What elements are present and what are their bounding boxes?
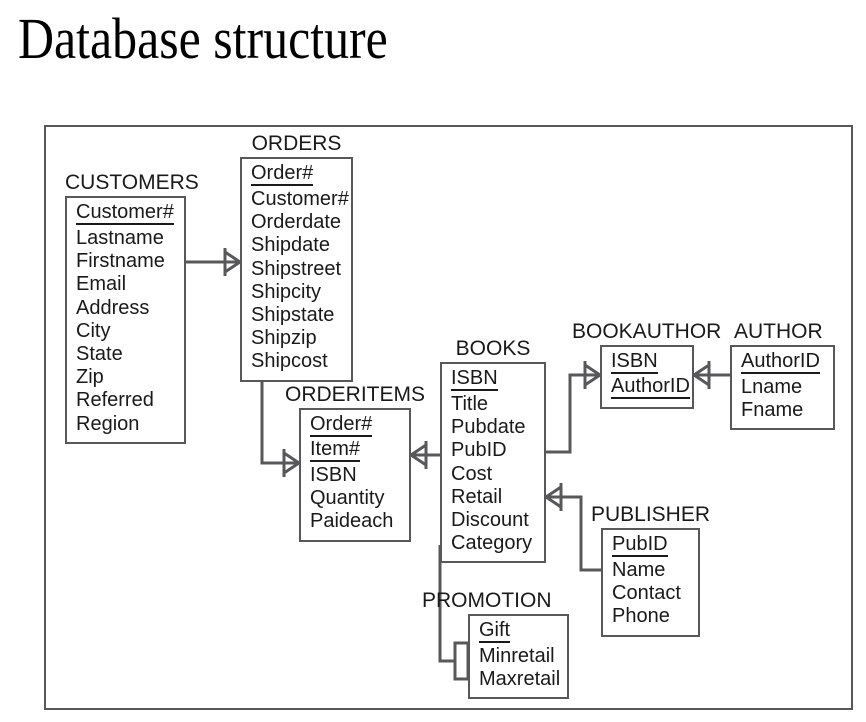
attribute-pubdate: Pubdate [451, 416, 526, 439]
attribute-state: State [76, 342, 123, 365]
attribute-shipdate: Shipdate [251, 234, 330, 257]
entity-promotion[interactable]: PROMOTION Gift Minretail Maxretail [422, 589, 569, 700]
entity-box-publisher[interactable]: PubID Name Contact Phone [601, 528, 700, 637]
attribute-email: Email [76, 273, 127, 296]
attribute-shipstreet: Shipstreet [251, 257, 342, 280]
attribute-address: Address [76, 296, 150, 319]
attribute-contact: Contact [612, 582, 681, 605]
attribute-minretail: Minretail [479, 645, 555, 667]
attribute-firstname: Firstname [76, 250, 165, 273]
entity-box-customers[interactable]: Customer# Lastname Firstname Email Addre… [65, 196, 186, 444]
attribute-city: City [76, 319, 111, 342]
attribute-paideach: Paideach [310, 510, 394, 533]
entity-box-books[interactable]: ISBN Title Pubdate PubID Cost Retail Dis… [440, 362, 546, 564]
attribute-isbn-composite-pk: ISBN [611, 350, 658, 374]
entity-title-orders: ORDERS [251, 132, 342, 155]
attribute-region: Region [76, 412, 140, 435]
attribute-shipstate: Shipstate [251, 303, 335, 326]
attribute-orderdate: Orderdate [251, 211, 342, 234]
entity-box-orderitems[interactable]: Order# Item# ISBN Quantity Paideach [299, 408, 411, 542]
entity-box-orders[interactable]: Order# Customer# Orderdate Shipdate Ship… [240, 157, 353, 382]
attribute-pubid-pk: PubID [612, 533, 668, 557]
attribute-order-number-pk: Order# [310, 413, 373, 437]
attribute-authorid-pk: AuthorID [741, 350, 820, 374]
entity-orderitems[interactable]: ORDERITEMS Order# Item# ISBN Quantity Pa… [285, 383, 425, 542]
attribute-customer-number: Customer# [76, 201, 174, 225]
entity-books[interactable]: BOOKS ISBN Title Pubdate PubID Cost Reta… [440, 337, 546, 564]
attribute-title: Title [451, 393, 489, 415]
attribute-maxretail: Maxretail [479, 668, 561, 691]
entity-author[interactable]: AUTHOR AuthorID Lname Fname [730, 320, 835, 431]
entity-box-promotion[interactable]: Gift Minretail Maxretail [468, 614, 569, 700]
entity-bookauthor[interactable]: BOOKAUTHOR ISBN AuthorID [572, 320, 721, 409]
entity-title-customers: CUSTOMERS [65, 171, 199, 194]
page-title: Database structure [18, 6, 388, 71]
entity-publisher[interactable]: PUBLISHER PubID Name Contact Phone [591, 503, 710, 637]
entity-title-bookauthor: BOOKAUTHOR [572, 320, 722, 343]
attribute-isbn-pk: ISBN [451, 367, 498, 391]
attribute-gift-pk: Gift [479, 619, 511, 643]
attribute-authorid-composite-pk: AuthorID [611, 375, 690, 399]
attribute-customer-number-fk: Customer# [251, 188, 349, 210]
attribute-item-number-pk: Item# [310, 438, 361, 462]
attribute-discount: Discount [451, 508, 529, 531]
attribute-pubid-fk: PubID [451, 439, 507, 462]
attribute-lname: Lname [741, 376, 803, 398]
attribute-cost: Cost [451, 462, 493, 485]
attribute-shipcity: Shipcity [251, 280, 322, 303]
entity-title-books: BOOKS [455, 337, 531, 360]
entity-customers[interactable]: CUSTOMERS Customer# Lastname Firstname E… [65, 171, 199, 444]
attribute-order-number: Order# [251, 162, 314, 186]
attribute-shipcost: Shipcost [251, 350, 328, 373]
attribute-quantity: Quantity [310, 487, 385, 510]
entity-title-promotion: PROMOTION [422, 589, 552, 612]
attribute-category: Category [451, 532, 533, 555]
entity-title-publisher: PUBLISHER [590, 503, 711, 526]
attribute-referred: Referred [76, 389, 154, 412]
attribute-fname: Fname [741, 399, 804, 422]
entity-box-bookauthor[interactable]: ISBN AuthorID [600, 345, 694, 409]
attribute-lastname: Lastname [76, 227, 164, 249]
entity-box-author[interactable]: AuthorID Lname Fname [730, 345, 835, 431]
attribute-retail: Retail [451, 485, 503, 508]
entity-title-author: AUTHOR [734, 320, 823, 343]
attribute-shipzip: Shipzip [251, 327, 317, 350]
entity-title-orderitems: ORDERITEMS [284, 383, 426, 406]
attribute-isbn-fk: ISBN [310, 464, 357, 486]
attribute-zip: Zip [76, 366, 104, 389]
entity-orders[interactable]: ORDERS Order# Customer# Orderdate Shipda… [240, 132, 353, 382]
attribute-name: Name [612, 559, 666, 581]
attribute-phone: Phone [612, 605, 670, 628]
